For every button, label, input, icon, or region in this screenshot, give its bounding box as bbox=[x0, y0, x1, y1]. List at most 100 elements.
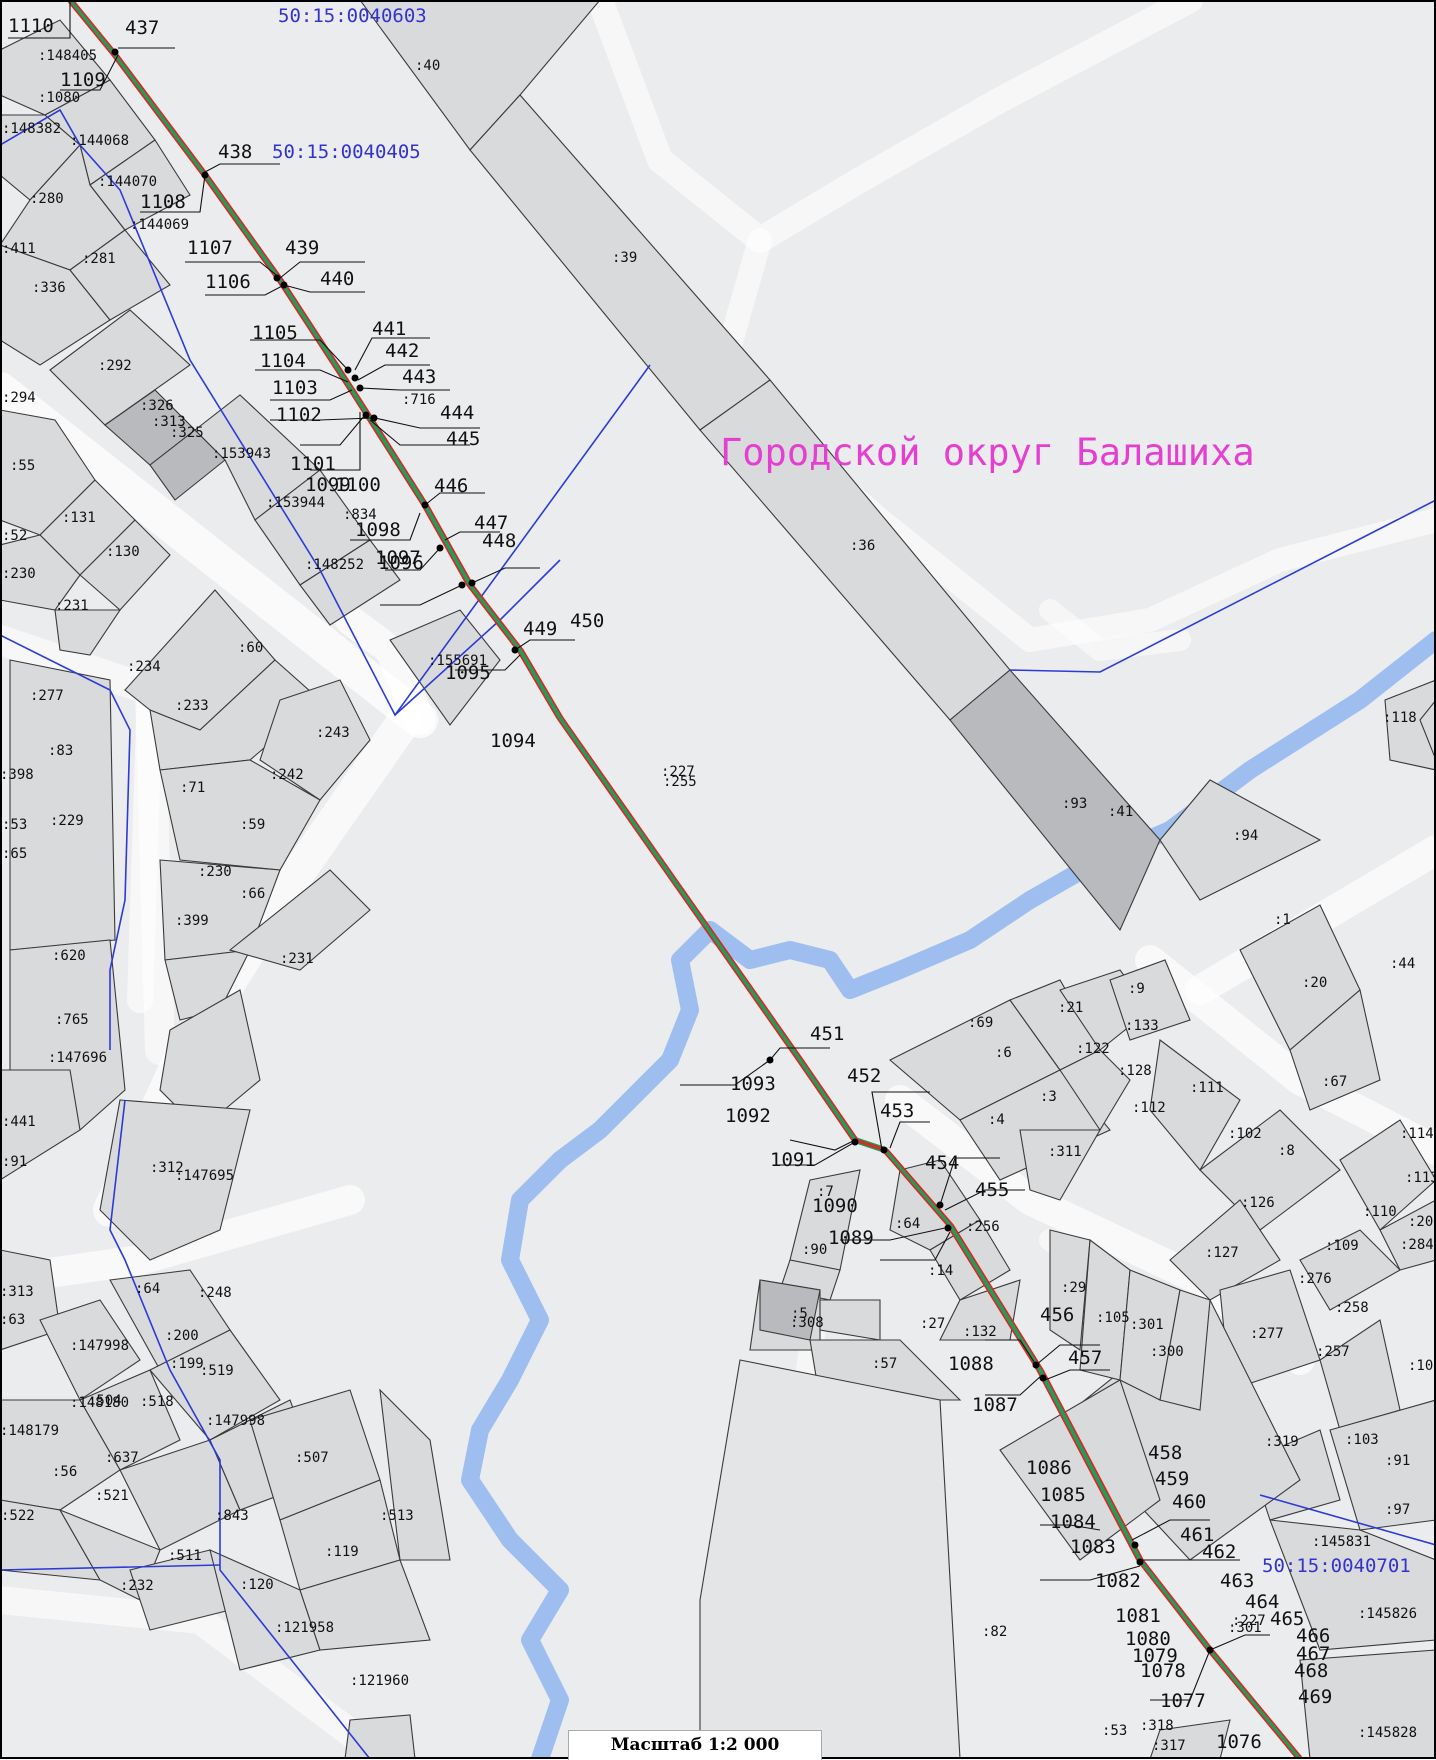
parcel-label: :64 bbox=[895, 1216, 920, 1232]
parcel-labels: :40:39:36:93:41:94:118:1:20:44:9:21:133:… bbox=[0, 48, 1436, 1754]
parcel-label: :55 bbox=[10, 458, 35, 474]
point-label: 1082 bbox=[1095, 1570, 1141, 1592]
point-label: 1080 bbox=[1125, 1628, 1171, 1650]
parcel-label: :255 bbox=[663, 774, 697, 790]
parcel-label: :507 bbox=[295, 1450, 329, 1466]
parcel-label: :53 bbox=[1102, 1723, 1127, 1739]
point-label: 459 bbox=[1155, 1468, 1189, 1490]
parcel-label: :91 bbox=[1385, 1453, 1410, 1469]
point-label: 462 bbox=[1202, 1541, 1236, 1563]
parcel-label: :200 bbox=[165, 1328, 199, 1344]
parcel-label: :522 bbox=[1, 1508, 35, 1524]
point-label: 445 bbox=[446, 428, 480, 450]
point-label: 1110 bbox=[8, 15, 54, 37]
point-label: 1108 bbox=[140, 191, 186, 213]
parcel-label: :145831 bbox=[1312, 1534, 1371, 1550]
point-label: 1098 bbox=[355, 519, 401, 541]
parcel-label: :132 bbox=[963, 1324, 997, 1340]
parcel-label: :144069 bbox=[130, 217, 189, 233]
quarter-boundaries bbox=[0, 108, 1436, 1759]
point-label: 1103 bbox=[272, 377, 318, 399]
point-label: 468 bbox=[1294, 1660, 1328, 1682]
point-label: 1079 bbox=[1132, 1645, 1178, 1667]
point-label: 446 bbox=[434, 475, 468, 497]
parcel-label: :64 bbox=[135, 1281, 160, 1297]
point-label: 1090 bbox=[812, 1195, 858, 1217]
parcel-label: :14 bbox=[928, 1263, 953, 1279]
parcel-label: :147696 bbox=[48, 1050, 107, 1066]
parcel-label: :312 bbox=[150, 1160, 184, 1176]
parcel-label: :313 bbox=[0, 1284, 34, 1300]
point-label: 464 bbox=[1245, 1591, 1279, 1613]
point-label: 1106 bbox=[205, 271, 251, 293]
parcel-label: :637 bbox=[105, 1450, 139, 1466]
parcel-label: :205 bbox=[1408, 1214, 1436, 1230]
parcel-label: :145826 bbox=[1358, 1606, 1417, 1622]
parcel-label: :112 bbox=[1132, 1100, 1166, 1116]
parcel-label: :301 bbox=[1228, 1620, 1262, 1636]
point-label: 469 bbox=[1298, 1686, 1332, 1708]
parcel-label: :9 bbox=[1128, 981, 1145, 997]
parcel-label: :292 bbox=[98, 358, 132, 374]
parcel-label: :97 bbox=[1385, 1502, 1410, 1518]
parcel-label: :119 bbox=[325, 1544, 359, 1560]
parcel-label: :4 bbox=[988, 1112, 1005, 1128]
parcel-label: :56 bbox=[52, 1464, 77, 1480]
parcel-label: :834 bbox=[343, 507, 377, 523]
parcel-label: :71 bbox=[180, 780, 205, 796]
point-label: 1085 bbox=[1040, 1484, 1086, 1506]
point-label: 441 bbox=[372, 318, 406, 340]
parcel-label: :131 bbox=[62, 510, 96, 526]
pipeline-route bbox=[66, 0, 1304, 1759]
point-label: 1094 bbox=[490, 730, 536, 752]
parcel-label: :148405 bbox=[38, 48, 97, 64]
point-label: 1084 bbox=[1050, 1511, 1096, 1533]
parcel-label: :90 bbox=[802, 1242, 827, 1258]
parcel-label: :66 bbox=[240, 886, 265, 902]
point-label: 1088 bbox=[948, 1353, 994, 1375]
point-label: 1102 bbox=[276, 404, 322, 426]
parcel-label: :301 bbox=[1130, 1317, 1164, 1333]
parcel-label: :148382 bbox=[2, 121, 61, 137]
point-label: 1100 bbox=[335, 474, 381, 496]
point-label: 1077 bbox=[1160, 1690, 1206, 1712]
point-label: 449 bbox=[523, 618, 557, 640]
parcel-label: :399 bbox=[175, 913, 209, 929]
parcel-label: :258 bbox=[1335, 1300, 1369, 1316]
parcel-label: :67 bbox=[1322, 1074, 1347, 1090]
parcel-label: :153943 bbox=[212, 446, 271, 462]
point-label: 456 bbox=[1040, 1304, 1074, 1326]
point-label: 454 bbox=[925, 1152, 959, 1174]
parcel-label: :111 bbox=[1190, 1080, 1224, 1096]
parcel-label: :69 bbox=[968, 1015, 993, 1031]
parcel-label: :6 bbox=[995, 1045, 1012, 1061]
parcel-label: :120 bbox=[240, 1577, 274, 1593]
parcel-label: :313 bbox=[152, 414, 186, 430]
point-label: 1083 bbox=[1070, 1536, 1116, 1558]
parcel-label: :199 bbox=[170, 1356, 204, 1372]
parcel-label: :65 bbox=[2, 846, 27, 862]
parcel-label: :44 bbox=[1390, 956, 1415, 972]
parcel-label: :233 bbox=[175, 698, 209, 714]
parcel-label: :94 bbox=[1233, 828, 1258, 844]
parcel-label: :325 bbox=[170, 425, 204, 441]
point-label: 461 bbox=[1180, 1524, 1214, 1546]
parcel-label: :36 bbox=[850, 538, 875, 554]
parcel-label: :521 bbox=[95, 1488, 129, 1504]
parcel-label: :102 bbox=[1228, 1126, 1262, 1142]
parcel-label: :91 bbox=[2, 1154, 27, 1170]
parcel-label: :8 bbox=[1278, 1143, 1295, 1159]
parcel-label: :1 bbox=[1274, 912, 1291, 928]
point-label: 444 bbox=[440, 402, 474, 424]
parcel-label: :104 bbox=[1408, 1358, 1436, 1374]
parcel-label: :105 bbox=[1096, 1310, 1130, 1326]
parcel-label: :441 bbox=[2, 1114, 36, 1130]
point-label: 460 bbox=[1172, 1491, 1206, 1513]
parcel-label: :20 bbox=[1302, 975, 1327, 991]
point-label: 1092 bbox=[725, 1105, 771, 1127]
point-label: 1109 bbox=[60, 69, 106, 91]
parcel-label: :121958 bbox=[275, 1620, 334, 1636]
parcel-label: :3 bbox=[1040, 1089, 1057, 1105]
point-label: 440 bbox=[320, 268, 354, 290]
